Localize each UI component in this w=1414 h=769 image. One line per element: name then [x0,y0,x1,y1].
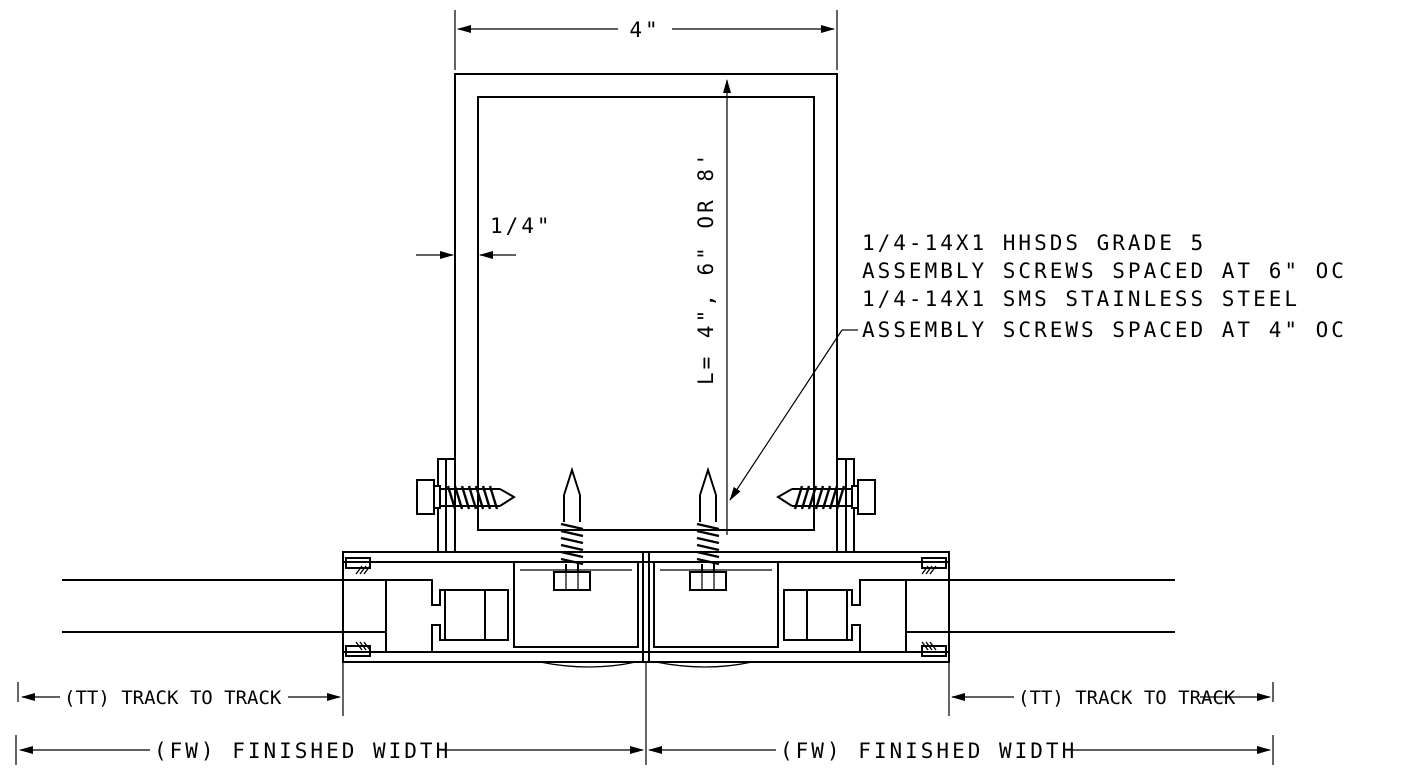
width-dimension: 4" [454,10,838,70]
callout-leader [729,329,858,501]
fw-dimension-left: (FW) FINISHED WIDTH [15,662,647,765]
fw-dimension-right: (FW) FINISHED WIDTH [648,735,1274,765]
fw-left-label: (FW) FINISHED WIDTH [154,739,451,763]
width-label: 4" [629,18,660,42]
callout-line-3: 1/4-14X1 SMS STAINLESS STEEL [862,287,1300,311]
wall-thickness-dimension: 1/4" [416,214,553,259]
fw-right-label: (FW) FINISHED WIDTH [780,739,1077,763]
right-side-screw [776,479,876,515]
wall-thickness-label: 1/4" [490,214,553,238]
length-label: L= 4", 6" OR 8' [694,150,718,385]
callout-line-1: 1/4-14X1 HHSDS GRADE 5 [862,231,1206,255]
steel-tube [454,73,838,553]
screw-callout: 1/4-14X1 HHSDS GRADE 5 ASSEMBLY SCREWS S… [862,231,1347,342]
callout-line-2: ASSEMBLY SCREWS SPACED AT 6" OC [862,259,1347,283]
length-dimension: L= 4", 6" OR 8' [694,79,731,535]
left-side-screw [416,479,516,515]
left-assembly-screw [553,466,591,591]
right-glass-panel [906,579,1175,633]
tt-right-label: (TT) TRACK TO TRACK [1018,687,1236,709]
tt-dimension-right: (TT) TRACK TO TRACK [948,662,1274,716]
tt-left-label: (TT) TRACK TO TRACK [64,687,282,709]
right-assembly-screw [689,466,727,591]
mullion-extrusion [342,551,950,668]
callout-line-4: ASSEMBLY SCREWS SPACED AT 4" OC [862,318,1347,342]
tt-dimension-left: (TT) TRACK TO TRACK [17,662,344,716]
left-glass-panel [62,579,386,633]
